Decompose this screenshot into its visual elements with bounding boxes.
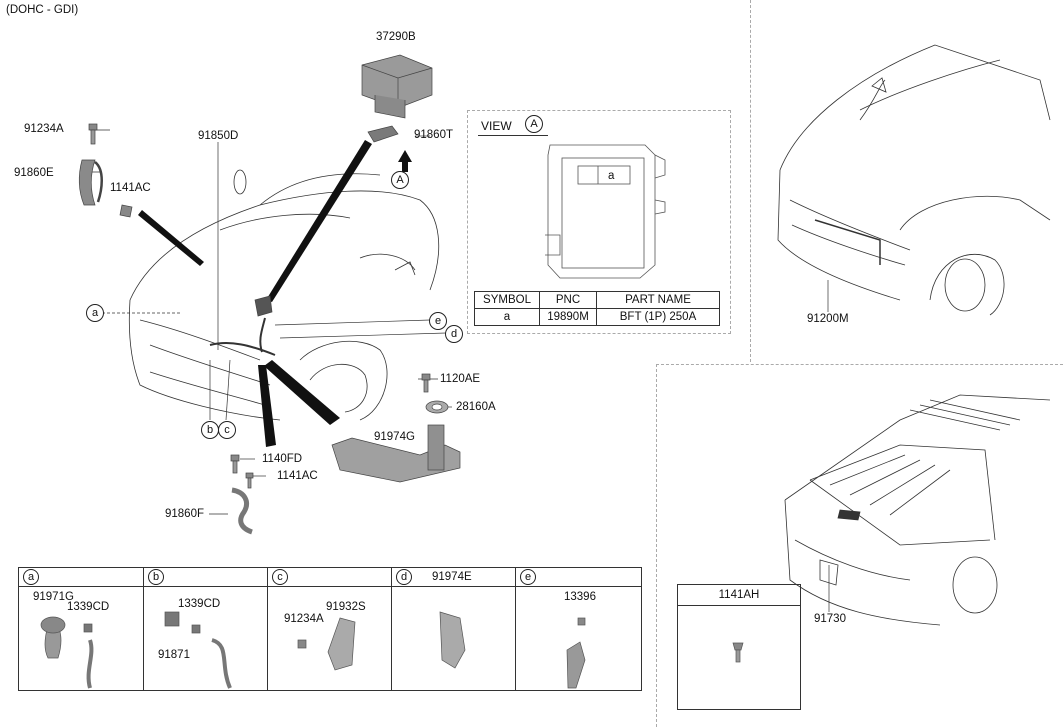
symbol-table-cell: BFT (1P) 250A xyxy=(596,308,720,326)
section-divider-horizontal xyxy=(656,364,1063,365)
part-label-13396[interactable]: 13396 xyxy=(564,591,596,603)
parts-cell-a: a 91971G 1339CD xyxy=(19,568,143,690)
view-a-ref-circle: A xyxy=(525,115,543,133)
part-label-91234A[interactable]: 91234A xyxy=(24,123,64,135)
part-label-91860E[interactable]: 91860E xyxy=(14,167,54,179)
part-label-91932S[interactable]: 91932S xyxy=(326,601,366,613)
part-label-1339CD-a[interactable]: 1339CD xyxy=(67,601,110,613)
part-label-37290B[interactable]: 37290B xyxy=(376,31,416,43)
part-label-91200M[interactable]: 91200M xyxy=(807,313,849,325)
engine-type-label: (DOHC - GDI) xyxy=(6,4,79,16)
part-label-91871[interactable]: 91871 xyxy=(158,649,190,661)
part-label-91234A-c[interactable]: 91234A xyxy=(284,613,324,625)
symbol-table-row[interactable]: a 19890M BFT (1P) 250A xyxy=(474,308,720,326)
view-ref-callout-A[interactable]: A xyxy=(391,171,409,189)
view-a-label: VIEW xyxy=(481,119,512,133)
part-label-1141AH[interactable]: 1141AH xyxy=(678,585,800,606)
parts-cell-d: d 91974E xyxy=(391,568,516,690)
view-a-inner-symbol: a xyxy=(608,170,615,182)
symbol-table-header-cell: SYMBOL xyxy=(474,291,540,309)
symbol-table-header: SYMBOL PNC PART NAME xyxy=(474,291,720,309)
view-a-panel xyxy=(467,110,731,334)
symbol-table: SYMBOL PNC PART NAME a 19890M BFT (1P) 2… xyxy=(474,291,720,326)
section-divider-vertical xyxy=(750,0,751,362)
parts-cell-symbol: a xyxy=(23,569,39,585)
part-label-91974G[interactable]: 91974G xyxy=(374,431,415,443)
callout-b[interactable]: b xyxy=(201,421,219,439)
part-label-1140FD[interactable]: 1140FD xyxy=(262,453,303,465)
part-label-91860F[interactable]: 91860F xyxy=(165,508,205,520)
parts-cell-symbol: e xyxy=(520,569,536,585)
parts-cell-symbol: c xyxy=(272,569,288,585)
parts-cell-symbol: b xyxy=(148,569,164,585)
vehicle-rear-view-outline xyxy=(784,394,1051,626)
symbol-table-cell: 19890M xyxy=(539,308,597,326)
main-vehicle-outline xyxy=(128,169,440,421)
part-label-91971G[interactable]: 91971G xyxy=(33,591,74,603)
parts-cell-c: c 91234A 91932S xyxy=(267,568,392,690)
part-label-28160A[interactable]: 28160A xyxy=(456,401,496,413)
section-divider-vertical-lower xyxy=(656,364,657,727)
callout-d[interactable]: d xyxy=(445,325,463,343)
parts-cell-e: e 13396 xyxy=(515,568,642,690)
part-label-1141AC-bottom[interactable]: 1141AC xyxy=(277,470,318,482)
part-label-1141AC-top[interactable]: 1141AC xyxy=(110,182,151,194)
part-label-91730[interactable]: 91730 xyxy=(814,613,846,625)
symbol-table-header-cell: PART NAME xyxy=(596,291,720,309)
callout-c[interactable]: c xyxy=(218,421,236,439)
part-label-1120AE[interactable]: 1120AE xyxy=(440,373,481,385)
symbol-table-cell: a xyxy=(474,308,540,326)
parts-detail-table: a 91971G 1339CD b 1339CD 91871 c 91234A … xyxy=(18,567,642,691)
part-label-91850D[interactable]: 91850D xyxy=(198,130,239,142)
callout-a[interactable]: a xyxy=(86,304,104,322)
part-box-1141AH: 1141AH xyxy=(677,584,801,710)
part-label-91974E[interactable]: 91974E xyxy=(432,571,472,583)
part-label-91860T[interactable]: 91860T xyxy=(414,129,454,141)
vehicle-front-view-outline xyxy=(777,44,1051,316)
callout-e[interactable]: e xyxy=(429,312,447,330)
part-label-1339CD-b[interactable]: 1339CD xyxy=(178,598,221,610)
symbol-table-header-cell: PNC xyxy=(539,291,597,309)
parts-table-header-row xyxy=(19,568,641,587)
parts-cell-b: b 1339CD 91871 xyxy=(143,568,268,690)
view-a-underline xyxy=(478,135,548,136)
view-a-junction-box xyxy=(545,144,666,279)
parts-cell-symbol: d xyxy=(396,569,412,585)
